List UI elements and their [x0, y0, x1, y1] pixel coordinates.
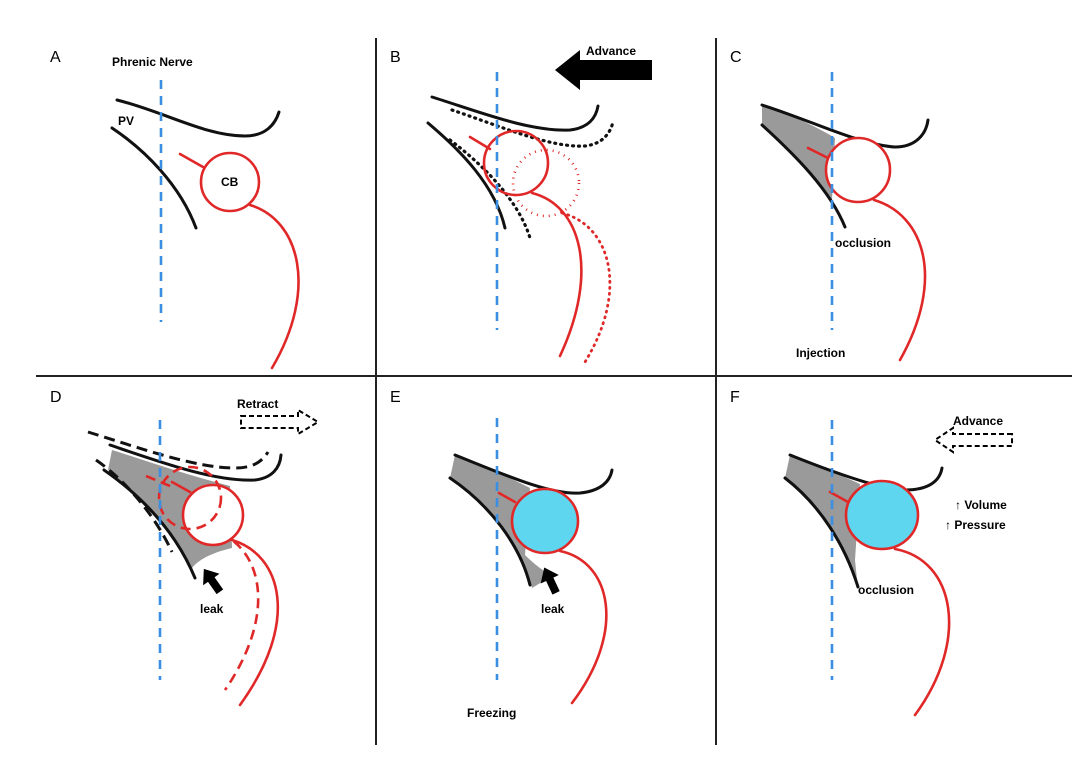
- pv-lower-wall: [760, 123, 847, 229]
- leak-arrow-icon: [203, 568, 224, 595]
- catheter-shaft-advanced: [560, 211, 612, 364]
- phrenic-nerve-label: Phrenic Nerve: [112, 55, 193, 69]
- panel-grid: [36, 38, 1072, 745]
- pv-upper-wall-advanced: [450, 108, 615, 148]
- pv-lower-wall-advanced: [448, 138, 532, 240]
- panel-a: A Phrenic Nerve PV CB: [50, 49, 300, 370]
- retract-arrow-icon: [240, 408, 320, 436]
- leak-label: leak: [200, 602, 224, 616]
- advance-label: Advance: [953, 414, 1003, 428]
- pv-upper-wall-retracted: [87, 430, 270, 470]
- cryoballoon-advanced: [511, 148, 581, 218]
- advance-label: Advance: [586, 44, 636, 58]
- pv-lower-wall: [102, 468, 197, 580]
- pv-upper-wall: [453, 453, 614, 495]
- retract-label: Retract: [237, 397, 278, 411]
- catheter-shaft: [872, 198, 927, 362]
- advance-arrow-icon: [933, 426, 1013, 454]
- catheter-tip-retracted: [145, 474, 171, 488]
- leak-arrow-icon: [540, 567, 560, 595]
- pv-lower-wall-retracted: [95, 458, 174, 553]
- occlusion-label: occlusion: [858, 583, 914, 597]
- catheter-tip: [468, 135, 492, 151]
- catheter-tip: [178, 152, 205, 169]
- occlusion-label: occlusion: [835, 236, 891, 250]
- cryoballoon: [181, 483, 245, 547]
- pv-upper-wall: [108, 443, 283, 482]
- pressure-label: ↑ Pressure: [945, 518, 1006, 532]
- frozen-cryoballoon: [844, 479, 920, 551]
- pv-upper-wall: [115, 98, 281, 138]
- injection-label: Injection: [796, 346, 845, 360]
- freezing-label: Freezing: [467, 706, 516, 720]
- frozen-cryoballoon: [510, 487, 580, 555]
- panel-letter-d: D: [50, 389, 62, 406]
- pv-label: PV: [118, 114, 134, 128]
- panel-letter-c: C: [730, 49, 742, 66]
- pv-lower-wall: [783, 476, 860, 589]
- catheter-shaft: [248, 203, 300, 370]
- leak-label: leak: [541, 602, 565, 616]
- panel-letter-b: B: [390, 49, 401, 66]
- cryoballoon-retracted: [157, 465, 223, 531]
- panel-c: C occlusion Injection: [730, 49, 930, 362]
- cryoballoon: [199, 151, 261, 213]
- cb-label: CB: [221, 175, 239, 189]
- catheter-tip: [806, 146, 830, 160]
- panel-b: B Advance: [390, 44, 652, 364]
- pv-lower-wall: [110, 126, 198, 230]
- contrast-fill: [762, 105, 845, 228]
- pv-upper-wall: [430, 95, 600, 132]
- panel-letter-e: E: [390, 389, 401, 406]
- contrast-fill: [785, 455, 860, 587]
- catheter-shaft: [893, 547, 951, 717]
- panel-letter-a: A: [50, 49, 61, 66]
- catheter-shaft: [530, 191, 583, 358]
- catheter-tip: [497, 491, 517, 504]
- pv-lower-wall: [426, 121, 507, 230]
- pv-lower-wall: [448, 476, 532, 587]
- pv-upper-wall: [760, 103, 930, 149]
- advance-arrow-icon: [555, 50, 652, 90]
- panel-letter-f: F: [730, 389, 740, 406]
- panel-f: F Advance ↑ Volume ↑ Pressure occlusion: [730, 389, 1013, 717]
- catheter-shaft: [230, 538, 280, 707]
- cryoballoon: [824, 136, 892, 204]
- catheter-shaft: [558, 549, 608, 705]
- catheter-tip: [828, 490, 850, 504]
- contrast-fill: [450, 455, 552, 588]
- panel-e: E leak Freezing: [390, 389, 614, 720]
- panel-d: D Retract leak: [50, 389, 320, 707]
- volume-label: ↑ Volume: [955, 498, 1007, 512]
- catheter-tip: [170, 480, 192, 494]
